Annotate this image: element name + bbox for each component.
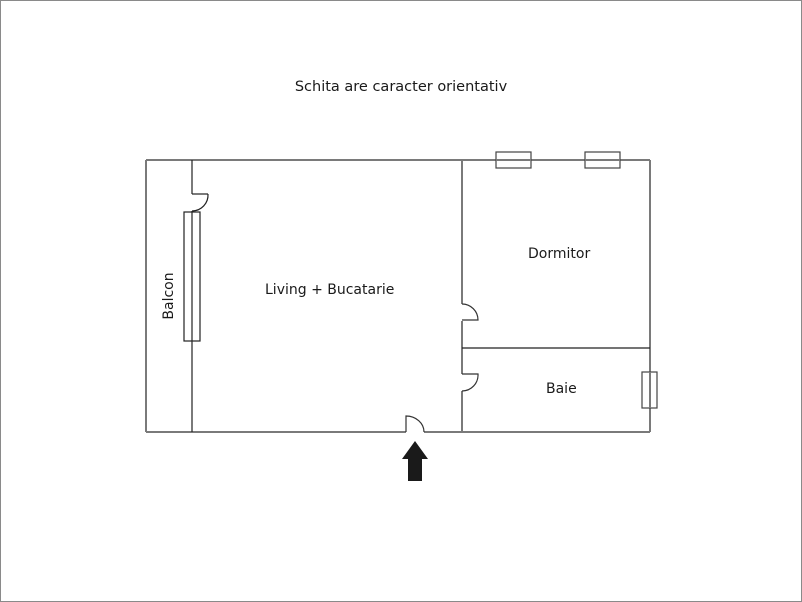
entrance-door <box>405 415 425 433</box>
door-swings <box>405 303 479 433</box>
balcony-wall <box>191 160 209 432</box>
room-label-dormitor: Dormitor <box>528 246 591 262</box>
entrance-arrow-icon <box>402 441 428 481</box>
door-baie <box>461 373 479 392</box>
room-label-baie: Baie <box>546 381 577 397</box>
room-label-living: Living + Bucatarie <box>265 282 395 298</box>
door-dormitor <box>461 303 479 321</box>
room-label-balcon: Balcon <box>161 272 177 320</box>
disclaimer-title: Schita are caracter orientativ <box>294 79 508 95</box>
balcony-window <box>183 211 201 342</box>
